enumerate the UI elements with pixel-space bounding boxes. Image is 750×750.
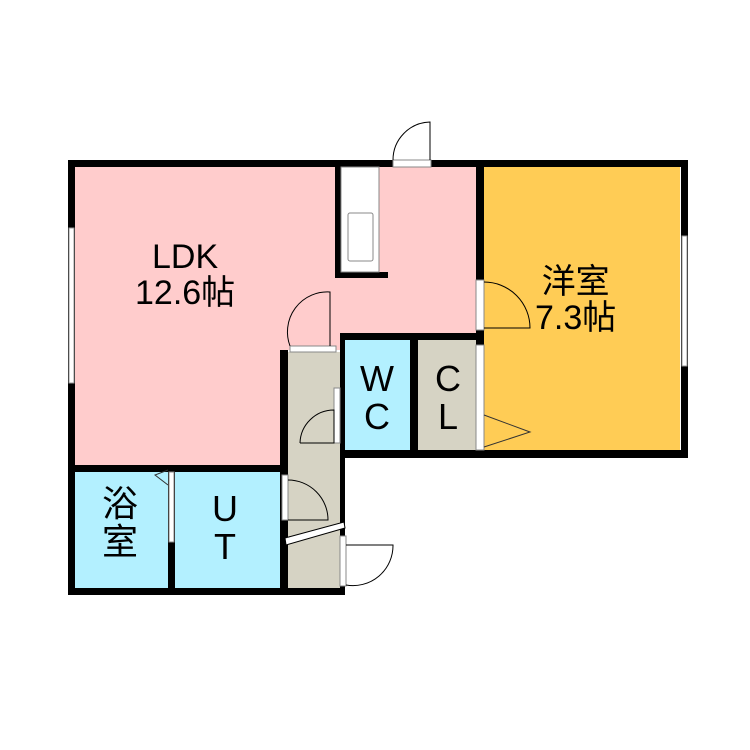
- closet-floor: [418, 340, 476, 450]
- wc-floor: [345, 340, 410, 450]
- wc-label-line2: C: [363, 395, 390, 437]
- ldk-name: LDK: [152, 238, 219, 276]
- closet-label-line1: C: [435, 358, 461, 399]
- western-room-floor: [484, 167, 680, 450]
- bath-label-line2: 室: [102, 520, 139, 562]
- ut-label-line2: T: [214, 525, 236, 567]
- doors: [153, 121, 532, 587]
- bath-label-line1: 浴: [102, 483, 139, 524]
- kitchen-sink: [347, 212, 374, 262]
- windows: [68, 227, 688, 384]
- ut-floor: [175, 472, 280, 588]
- western-room-size: 7.3帖: [535, 298, 617, 337]
- bath-label: 浴室: [102, 485, 138, 561]
- hallway-floor: [288, 352, 340, 588]
- closet-label-line2: L: [437, 395, 459, 437]
- ut-label-line1: U: [212, 488, 238, 529]
- western-room-name: 洋室: [541, 263, 610, 301]
- bath-floor: [75, 472, 168, 588]
- ldk-size: 12.6帖: [135, 273, 236, 312]
- wc-label-line1: W: [360, 358, 394, 399]
